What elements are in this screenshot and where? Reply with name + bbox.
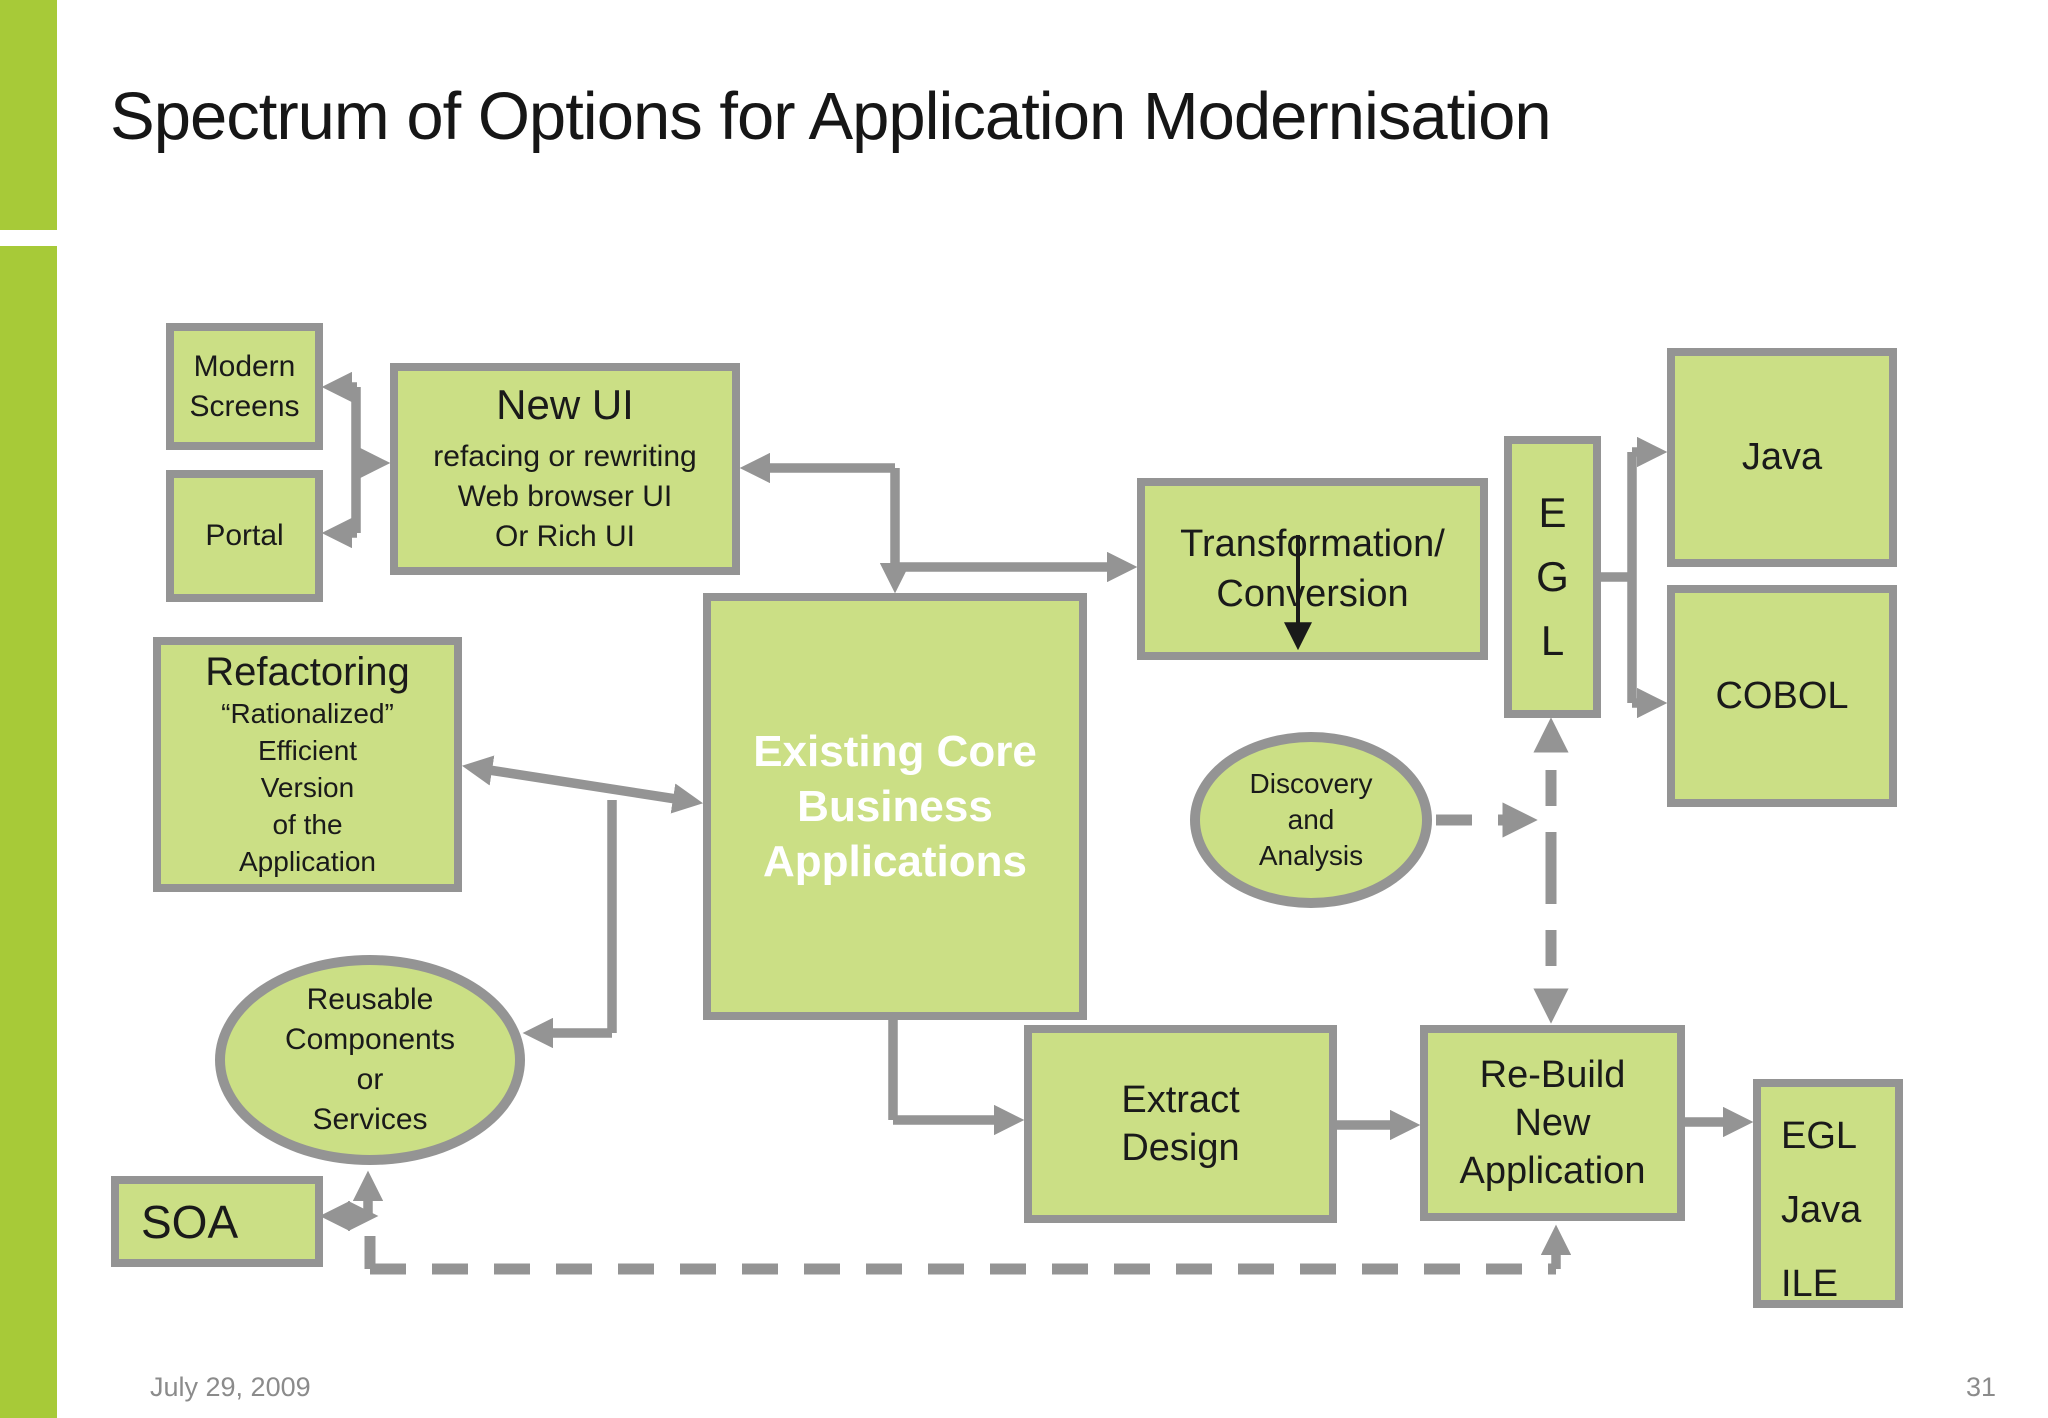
box-label: New (1514, 1102, 1591, 1144)
box-label: SOA (141, 1195, 239, 1248)
box-transformation-conversion: Transformation/ Conversion (1137, 478, 1488, 660)
box-rebuild-new-application: Re-Build New Application (1420, 1025, 1685, 1221)
box-label: Conversion (1216, 573, 1409, 615)
box-label: Application (239, 846, 376, 877)
accent-bar-top (0, 0, 57, 230)
box-refactoring: Refactoring “Rationalized” Efficient Ver… (153, 637, 462, 892)
box-label: Re-Build (1479, 1054, 1626, 1096)
ellipse-label: Components (284, 1023, 456, 1056)
ellipse-label: Reusable (306, 983, 434, 1016)
box-label: COBOL (1715, 674, 1849, 717)
ellipse-reusable-components-or-services: Reusable Components or Services (215, 955, 525, 1165)
box-label: Portal (205, 519, 284, 552)
box-label: Design (1121, 1127, 1240, 1169)
slide-title: Spectrum of Options for Application Mode… (110, 79, 1552, 154)
page-number: 31 (1965, 1372, 1996, 1402)
ellipse-label: and (1287, 804, 1335, 835)
box-egl-java-ile: EGL Java ILE (1753, 1079, 1903, 1308)
box-label: E (1538, 489, 1567, 536)
box-title: New UI (496, 381, 634, 428)
box-label: Application (1459, 1150, 1646, 1192)
box-label: “Rationalized” (221, 698, 394, 729)
box-cobol: COBOL (1667, 585, 1897, 807)
box-label: Business (797, 782, 993, 831)
ellipse-discovery-and-analysis: Discovery and Analysis (1190, 732, 1432, 908)
box-title: Refactoring (205, 650, 410, 694)
box-label: Or Rich UI (494, 520, 635, 553)
ellipse-label: Services (312, 1103, 428, 1136)
box-egl: E G L (1504, 436, 1601, 718)
box-existing-core-business-applications: Existing Core Business Applications (703, 593, 1087, 1020)
box-label: Java (1781, 1189, 1862, 1231)
box-java: Java (1667, 348, 1897, 567)
box-label: Modern (193, 349, 296, 383)
box-new-ui: New UI refacing or rewriting Web browser… (390, 363, 740, 575)
box-label: L (1540, 617, 1565, 664)
box-label: Version (260, 772, 355, 803)
box-label: ILE (1781, 1263, 1839, 1305)
ellipse-label: or (356, 1063, 384, 1096)
accent-bar-bottom (0, 246, 57, 1418)
box-label: Java (1741, 436, 1823, 478)
arrow-refactoring-existing-core (461, 755, 704, 814)
box-label: EGL (1781, 1115, 1858, 1157)
box-label: Applications (762, 837, 1028, 886)
box-label: Transformation/ (1180, 523, 1445, 565)
box-label: G (1536, 553, 1569, 600)
box-label: Screens (189, 389, 300, 423)
box-label: refacing or rewriting (433, 440, 697, 473)
box-modern-screens: Modern Screens (166, 323, 323, 450)
box-label: of the (272, 809, 343, 840)
box-portal: Portal (166, 470, 323, 602)
box-label: Efficient (257, 735, 358, 766)
footer-date: July 29, 2009 (150, 1372, 311, 1402)
box-label: Extract (1121, 1079, 1240, 1121)
box-label: Web browser UI (457, 480, 673, 513)
ellipse-label: Analysis (1258, 840, 1364, 871)
box-label: Existing Core (753, 727, 1037, 776)
box-soa: SOA (111, 1176, 323, 1267)
box-extract-design: Extract Design (1024, 1025, 1337, 1223)
ellipse-label: Discovery (1249, 768, 1373, 799)
